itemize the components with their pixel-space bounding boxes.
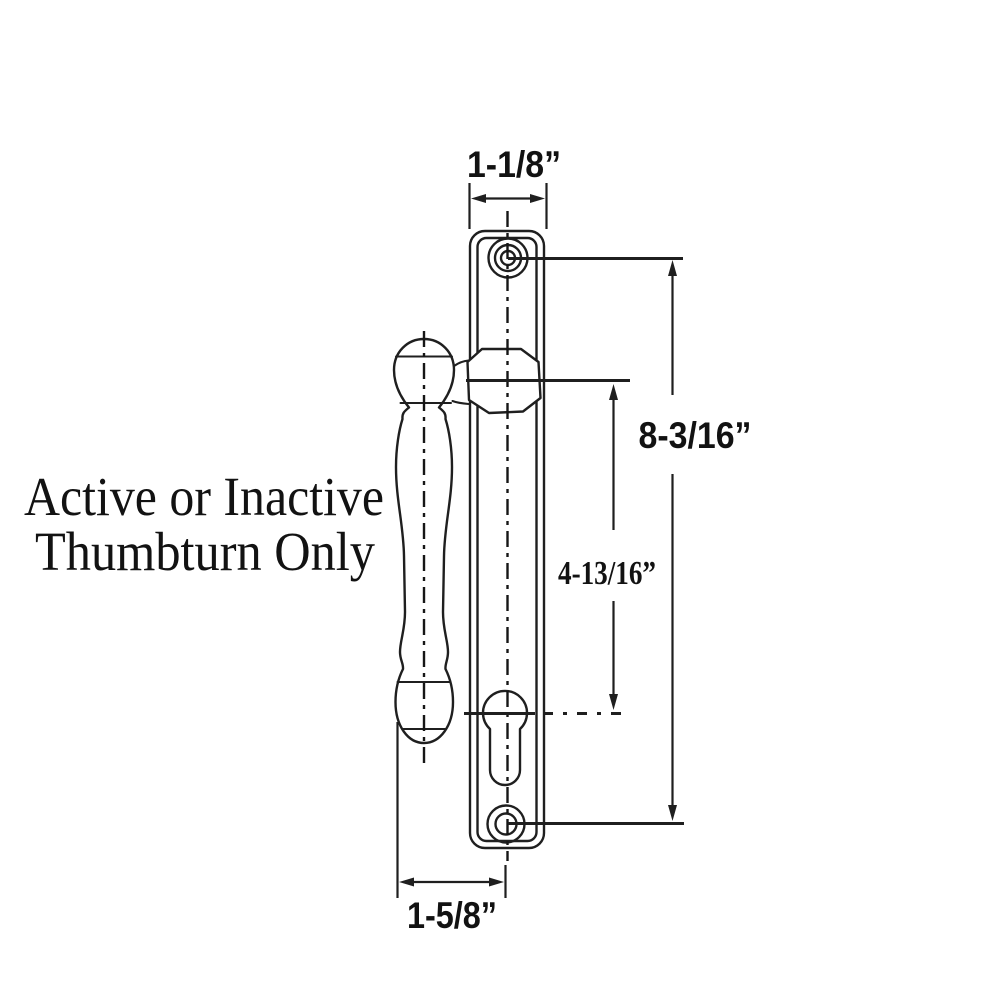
arrowhead-up xyxy=(609,384,618,400)
arrowhead-right xyxy=(530,194,545,203)
dim-label-thumbturn-to-cylinder: 4-13/16” xyxy=(558,555,656,592)
dim-label-handle-offset: 1-5/8” xyxy=(407,895,497,936)
arrowhead-left xyxy=(399,877,414,887)
handle-neck-bottom-line xyxy=(451,400,470,405)
dim-label-plate-width: 1-1/8” xyxy=(467,144,561,185)
euro-cylinder-keyhole xyxy=(481,689,529,787)
keyhole-outline xyxy=(481,689,529,787)
arrowhead-down xyxy=(668,805,677,821)
annotation-line-2: Thumbturn Only xyxy=(35,521,375,582)
dim-label-screw-spacing: 8-3/16” xyxy=(639,415,752,456)
dim-screw-spacing: 8-3/16” xyxy=(639,260,752,821)
arrowhead-down xyxy=(609,694,618,710)
handle-outline xyxy=(392,337,456,745)
arrowhead-up xyxy=(668,260,677,276)
dim-handle-offset: 1-5/8” xyxy=(396,722,507,936)
annotation: Active or Inactive Thumbturn Only xyxy=(24,466,384,582)
annotation-line-1: Active or Inactive xyxy=(24,466,384,527)
arrowhead-right xyxy=(489,877,504,887)
dim-thumbturn-to-cylinder: 4-13/16” xyxy=(558,384,656,710)
arrowhead-left xyxy=(471,194,486,203)
dim-plate-width: 1-1/8” xyxy=(467,144,561,229)
backplate-outer-outline xyxy=(468,229,546,850)
handle-neck-top-line xyxy=(453,359,470,367)
door-handle xyxy=(392,337,456,745)
